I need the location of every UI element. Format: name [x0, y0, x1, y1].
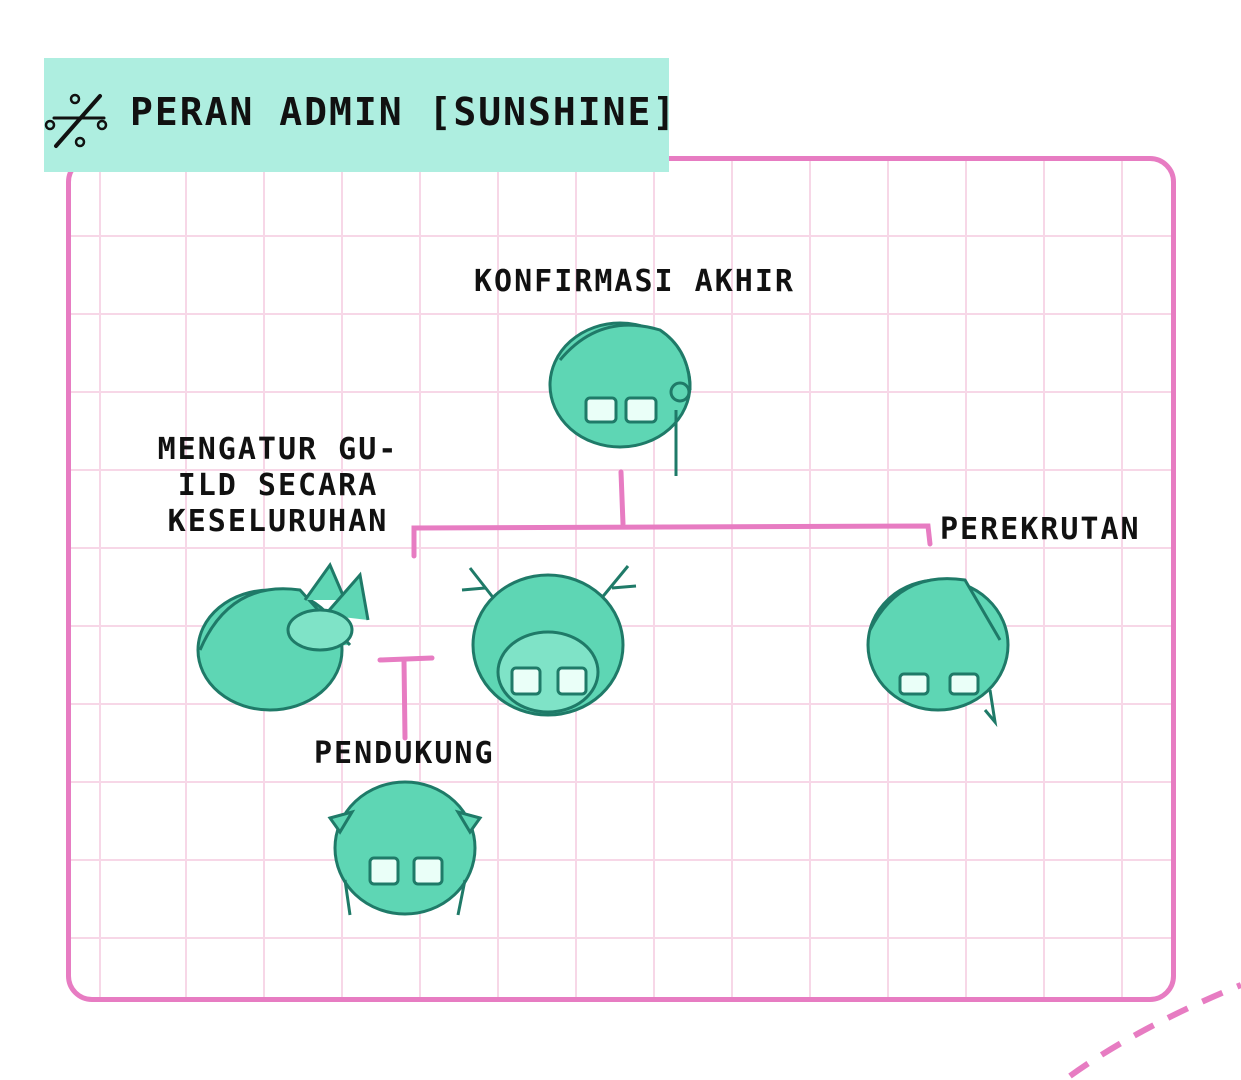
label-guild-manager: MENGATUR GU- ILD SECARA KESELURUHAN: [150, 432, 406, 540]
connector-top-stem: [618, 469, 626, 527]
avatar-final-confirmation: [548, 321, 692, 476]
title-banner: [44, 58, 669, 172]
connector-lines: [377, 469, 933, 741]
percent-icon: [44, 93, 108, 148]
connector-support-stem: [401, 657, 408, 741]
avatar-recruitment: [866, 577, 1010, 728]
avatar-deer-hood: [461, 565, 637, 717]
avatar-support: [327, 780, 483, 916]
label-recruitment: PEREKRUTAN: [940, 512, 1141, 547]
label-guild-manager-line-2: ILD SECARA: [177, 468, 379, 503]
label-guild-manager-line-3: KESELURUHAN: [167, 504, 389, 539]
org-chart-frame: [66, 156, 1176, 1002]
page-title: PERAN ADMIN [SUNSHINE]: [130, 90, 678, 134]
label-final-confirmation: KONFIRMASI AKHIR: [474, 264, 795, 299]
decorative-dashed-curve: [1068, 982, 1241, 1079]
label-support: PENDUKUNG: [314, 736, 495, 771]
avatar-guild-manager: [196, 561, 370, 712]
connector-horizontal: [411, 523, 933, 559]
label-guild-manager-line-1: MENGATUR GU-: [157, 432, 399, 467]
